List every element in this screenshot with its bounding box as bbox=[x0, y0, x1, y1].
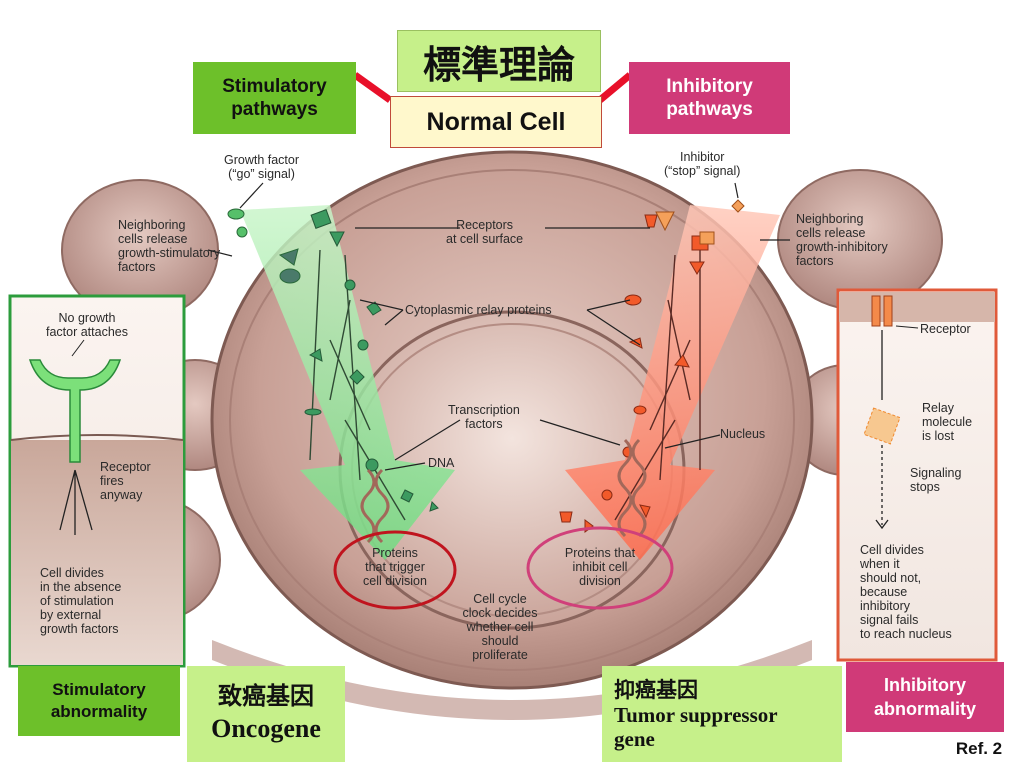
neighboring-inhibitory-label: Neighboring cells release growth-inhibit… bbox=[796, 212, 888, 268]
receptor-label: Receptor bbox=[920, 322, 971, 336]
trigger-proteins-highlight bbox=[333, 530, 457, 610]
chinese-title: 標準理論 bbox=[397, 30, 601, 92]
proteins-inhibit-label: Proteins that inhibit cell division bbox=[564, 546, 636, 588]
transcription-factors-label: Transcription factors bbox=[448, 403, 520, 431]
cell-divides-right-label: Cell divides when it should not, because… bbox=[860, 543, 952, 641]
inhibitory-abnormality-label: Inhibitory abnormality bbox=[846, 662, 1004, 732]
relay-proteins-label: Cytoplasmic relay proteins bbox=[405, 303, 552, 317]
neighboring-stimulatory-label: Neighboring cells release growth-stimula… bbox=[118, 218, 221, 274]
left-inset-panel bbox=[8, 294, 186, 668]
signaling-stops-label: Signaling stops bbox=[910, 466, 962, 494]
stimulatory-abnormality-label: Stimulatory abnormality bbox=[18, 666, 180, 736]
nucleus-label: Nucleus bbox=[720, 427, 766, 441]
cell-cycle-label: Cell cycle clock decides whether cell sh… bbox=[462, 592, 538, 662]
stimulatory-pathways-label: Stimulatory pathways bbox=[193, 62, 356, 134]
proteins-trigger-label: Proteins that trigger cell division bbox=[363, 546, 427, 588]
dna-helix bbox=[360, 438, 647, 544]
receptors-label: Receptors at cell surface bbox=[446, 218, 524, 246]
oncogene-chinese: 致癌基因 bbox=[218, 684, 314, 710]
inhibitor-label: Inhibitor (“stop” signal) bbox=[664, 150, 741, 178]
normal-cell-title: Normal Cell bbox=[390, 96, 602, 148]
reference-label: Ref. 2 bbox=[955, 739, 1003, 758]
dna-label: DNA bbox=[428, 456, 455, 470]
growth-factor-label: Growth factor (“go” signal) bbox=[224, 153, 300, 181]
receptor-fires-label: Receptor fires anyway bbox=[100, 460, 151, 502]
oncogene-english: Oncogene bbox=[211, 714, 321, 743]
inhibitory-pathways-label: Inhibitory pathways bbox=[629, 62, 790, 134]
inhibit-proteins-highlight bbox=[526, 526, 674, 610]
oncogene-box: 致癌基因 Oncogene bbox=[187, 666, 345, 762]
cell-divides-left-label: Cell divides in the absence of stimulati… bbox=[40, 566, 122, 636]
right-inset-panel bbox=[836, 288, 998, 662]
no-growth-factor-label: No growth factor attaches bbox=[46, 311, 128, 339]
tumor-suppressor-english: Tumor suppressor gene bbox=[614, 703, 778, 751]
relay-lost-label: Relay molecule is lost bbox=[922, 401, 973, 443]
tumor-suppressor-box: 抑癌基因 Tumor suppressor gene bbox=[602, 666, 842, 762]
tumor-suppressor-chinese: 抑癌基因 bbox=[614, 678, 698, 702]
stimulatory-signal-arrow bbox=[240, 205, 455, 560]
